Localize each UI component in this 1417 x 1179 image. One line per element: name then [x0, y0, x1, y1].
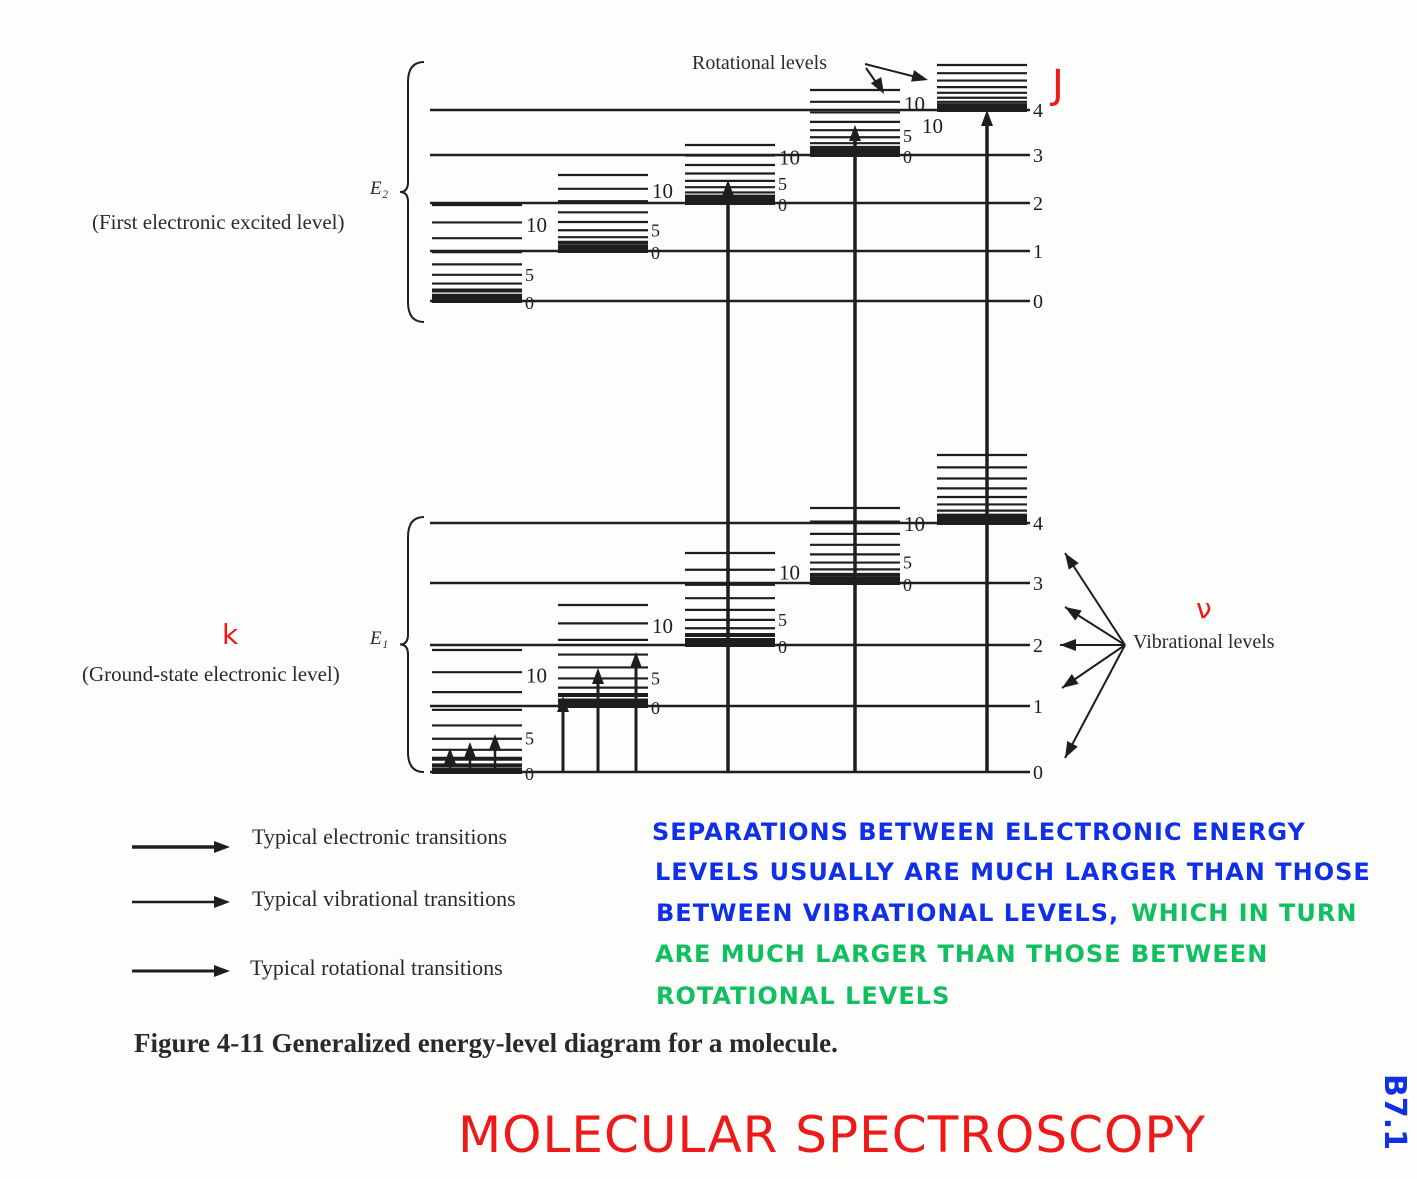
upper-state-symbol: E₂: [370, 178, 389, 199]
lower-vibrational-number-0: 0: [1033, 762, 1043, 784]
vibrational-label-arrowhead-4: [1065, 741, 1078, 758]
upper-rot-label-0-v2: 0: [778, 195, 787, 215]
rotational-transition-arrowhead-1: [464, 742, 476, 758]
lower-rot-label-10-v2: 10: [779, 560, 800, 584]
rotational-levels-label: Rotational levels: [692, 52, 827, 74]
figure-caption: Figure 4-11 Generalized energy-level dia…: [134, 1028, 838, 1058]
upper-rot-label-10-v3: 10: [904, 92, 925, 116]
lower-rot-label-5-v1: 5: [651, 668, 660, 688]
upper-rot-label-5-v3: 5: [903, 126, 912, 146]
rotational-label-arrowhead-2: [870, 77, 884, 94]
annotation-k: k: [222, 618, 239, 651]
vibrational-transition-arrowhead-2: [630, 652, 642, 668]
lower-vibrational-number-2: 2: [1033, 635, 1043, 657]
lower-vibrational-number-4: 4: [1033, 513, 1043, 535]
note-line-5: ROTATIONAL LEVELS: [656, 982, 951, 1010]
page-title: MOLECULAR SPECTROSCOPY: [458, 1106, 1206, 1164]
upper-rot-label-10-v1: 10: [652, 179, 673, 203]
upper-vibrational-number-4: 4: [1033, 100, 1043, 122]
note-line-4: ARE MUCH LARGER THAN THOSE BETWEEN: [655, 940, 1269, 968]
upper-rot-label-5-v0: 5: [525, 265, 534, 285]
electronic-transition-arrowhead-0: [722, 180, 734, 196]
lower-rot-label-0-v1: 0: [651, 698, 660, 718]
upper-rot-label-0-v3: 0: [903, 147, 912, 167]
lower-state-symbol: E₁: [370, 628, 389, 649]
legend-rotational: Typical rotational transitions: [250, 955, 503, 980]
rotational-transition-arrowhead-0: [444, 748, 456, 764]
upper-state-brace: [399, 61, 425, 323]
upper-rot-label-10-v2: 10: [779, 146, 800, 170]
annotation-J: J: [1052, 62, 1064, 108]
upper-rot-label-0-v0: 0: [525, 293, 534, 313]
note-line-1: SEPARATIONS BETWEEN ELECTRONIC ENERGY: [652, 818, 1306, 846]
vibrational-label-arrowhead-1: [1065, 607, 1082, 621]
legend-vibrational: Typical vibrational transitions: [252, 886, 516, 911]
lower-rot-label-5-v3: 5: [903, 553, 912, 573]
vibrational-label-arrow-4: [1064, 644, 1126, 759]
vibrational-label-arrowhead-0: [1065, 553, 1079, 570]
upper-rot-label-5-v2: 5: [778, 174, 787, 194]
lower-rot-label-10-v1: 10: [652, 614, 673, 638]
lower-state-label: (Ground-state electronic level): [82, 662, 340, 686]
upper-vibrational-number-0: 0: [1033, 291, 1043, 313]
upper-vibrational-number-1: 1: [1033, 241, 1043, 263]
legend-arrowhead-1: [214, 896, 230, 908]
upper-rot-label-0-v1: 0: [651, 243, 660, 263]
lower-rot-label-5-v0: 5: [525, 729, 534, 749]
vibrational-label-arrowhead-3: [1062, 674, 1079, 688]
lower-vibrational-number-1: 1: [1033, 696, 1043, 718]
legend-arrowhead-0: [214, 841, 230, 853]
note-line-3-row: BETWEEN VIBRATIONAL LEVELS, WHICH IN TUR…: [656, 899, 1357, 927]
annotation-nu: ν: [1196, 592, 1212, 625]
legend-electronic: Typical electronic transitions: [252, 824, 508, 849]
rotational-label-arrow-1: [864, 63, 921, 79]
rotational-transition-arrowhead-2: [489, 734, 501, 750]
vibrational-label-arrowhead-2: [1060, 639, 1076, 651]
upper-state-label: (First electronic excited level): [92, 210, 345, 234]
page-number: B7.1: [1377, 1074, 1412, 1151]
lower-rot-label-0-v3: 0: [903, 575, 912, 595]
note-line-3-green: WHICH IN TURN: [1131, 899, 1358, 927]
lower-vibrational-number-3: 3: [1033, 573, 1043, 595]
lower-rot-label-10-v0: 10: [526, 663, 547, 687]
lower-rot-label-0-v0: 0: [525, 764, 534, 784]
upper-rot-label-10-v0: 10: [526, 213, 547, 237]
upper-rot-label-5-v1: 5: [651, 220, 660, 240]
lower-state-brace: [399, 516, 425, 773]
legend-arrowhead-2: [214, 965, 230, 977]
lower-rot-label-5-v2: 5: [778, 610, 787, 630]
note-line-2: LEVELS USUALLY ARE MUCH LARGER THAN THOS…: [655, 858, 1371, 886]
rotational-label-arrowhead-1: [910, 70, 928, 82]
electronic-transition-arrowhead-2: [981, 110, 993, 126]
vibrational-levels-label: Vibrational levels: [1133, 631, 1275, 653]
lower-rot-label-0-v2: 0: [778, 637, 787, 657]
note-line-3: BETWEEN VIBRATIONAL LEVELS,: [656, 899, 1120, 927]
vibrational-label-arrow-0: [1064, 552, 1126, 646]
upper-vibrational-number-2: 2: [1033, 193, 1043, 215]
upper-rot-label-10-v4: 10: [922, 114, 943, 138]
electronic-transition-arrowhead-1: [849, 125, 861, 141]
vibrational-transition-arrowhead-0: [557, 696, 569, 712]
upper-vibrational-number-3: 3: [1033, 145, 1043, 167]
vibrational-transition-arrowhead-1: [592, 668, 604, 684]
